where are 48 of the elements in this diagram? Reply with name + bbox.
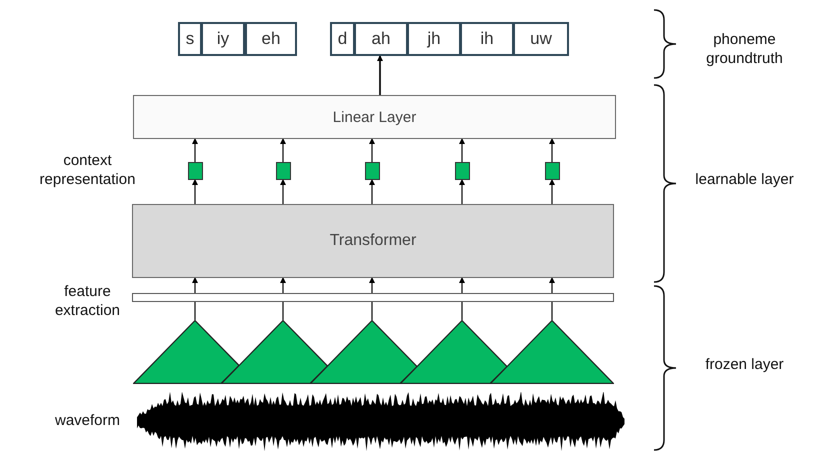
feature-bar — [132, 293, 614, 302]
arrow — [280, 277, 286, 293]
side-label: context representation — [38, 151, 136, 189]
convolution-triangle — [133, 320, 239, 384]
connector-line — [371, 302, 373, 320]
phoneme-cell: jh — [407, 22, 461, 56]
side-label: waveform — [54, 411, 122, 430]
arrow — [549, 277, 555, 293]
arrow — [459, 277, 465, 293]
context-vector-marker — [455, 162, 470, 180]
arrow — [280, 138, 286, 162]
context-vector-marker — [545, 162, 560, 180]
phoneme-cell: d — [330, 22, 355, 56]
arrow — [192, 179, 198, 204]
phoneme-cell: s — [178, 22, 202, 56]
arrow — [459, 179, 465, 204]
phoneme-cell: ah — [354, 22, 408, 56]
arrow — [369, 138, 375, 162]
arrow — [192, 138, 198, 162]
connector-line — [282, 302, 284, 320]
transformer-block: Transformer — [132, 204, 614, 278]
connector-line — [551, 302, 553, 320]
phoneme-cell: uw — [513, 22, 569, 56]
side-label: frozen layer — [704, 355, 785, 374]
side-label: feature extraction — [54, 282, 122, 320]
arrow — [549, 179, 555, 204]
convolution-triangle — [221, 320, 328, 384]
context-vector-marker — [188, 162, 203, 180]
context-vector-marker — [365, 162, 380, 180]
connector-line — [461, 302, 463, 320]
context-vector-marker — [276, 162, 291, 180]
arrow — [377, 55, 383, 95]
arrow — [549, 138, 555, 162]
side-label: phoneme groundtruth — [705, 30, 784, 68]
arrow — [192, 277, 198, 293]
phoneme-cell: ih — [460, 22, 514, 56]
convolution-triangle — [310, 320, 417, 384]
phoneme-cell: eh — [245, 22, 297, 56]
arrow — [369, 179, 375, 204]
connector-line — [194, 302, 196, 320]
convolution-triangle — [490, 320, 614, 384]
arrow — [459, 138, 465, 162]
side-label: learnable layer — [694, 170, 795, 189]
linear-layer-block: Linear Layer — [133, 95, 616, 139]
arrow — [369, 277, 375, 293]
phoneme-cell: iy — [201, 22, 245, 56]
convolution-triangle — [400, 320, 507, 384]
arrow — [280, 179, 286, 204]
